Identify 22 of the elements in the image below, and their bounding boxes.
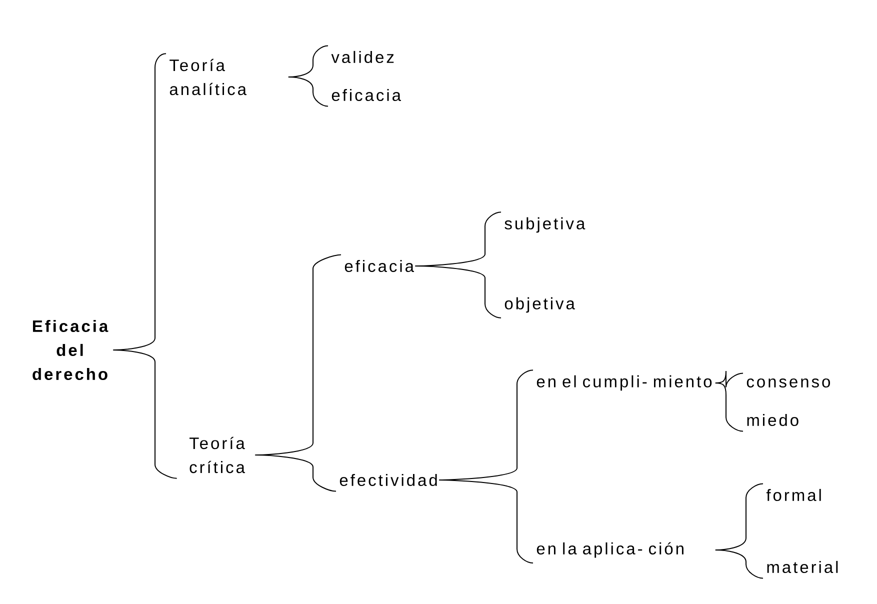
- brace: [288, 76, 328, 107]
- label-text: formal: [766, 488, 821, 502]
- brace: [714, 382, 744, 432]
- brace: [438, 480, 534, 564]
- brace: [112, 350, 178, 479]
- brace: [414, 266, 502, 318]
- label-text: consenso: [746, 378, 830, 388]
- label-text: efectividad: [340, 474, 437, 486]
- label-text: Teoría analítica: [170, 58, 246, 96]
- label-text: material: [767, 560, 838, 574]
- label-text: objetiva: [504, 297, 575, 313]
- label-text: en el cumpli- miento: [536, 375, 712, 391]
- label-text: eficacia: [344, 260, 414, 272]
- label-text: subjetiva: [504, 217, 586, 233]
- label-text: en la aplica- ción: [536, 542, 684, 558]
- label-text: validez: [331, 50, 394, 64]
- brace: [254, 454, 336, 492]
- label-text: miedo: [747, 414, 798, 426]
- label-text: eficacia: [332, 88, 401, 102]
- label-text: Eficacia del derecho: [32, 320, 108, 380]
- brace: [714, 550, 764, 579]
- label-text: Teoría crítica: [190, 436, 245, 474]
